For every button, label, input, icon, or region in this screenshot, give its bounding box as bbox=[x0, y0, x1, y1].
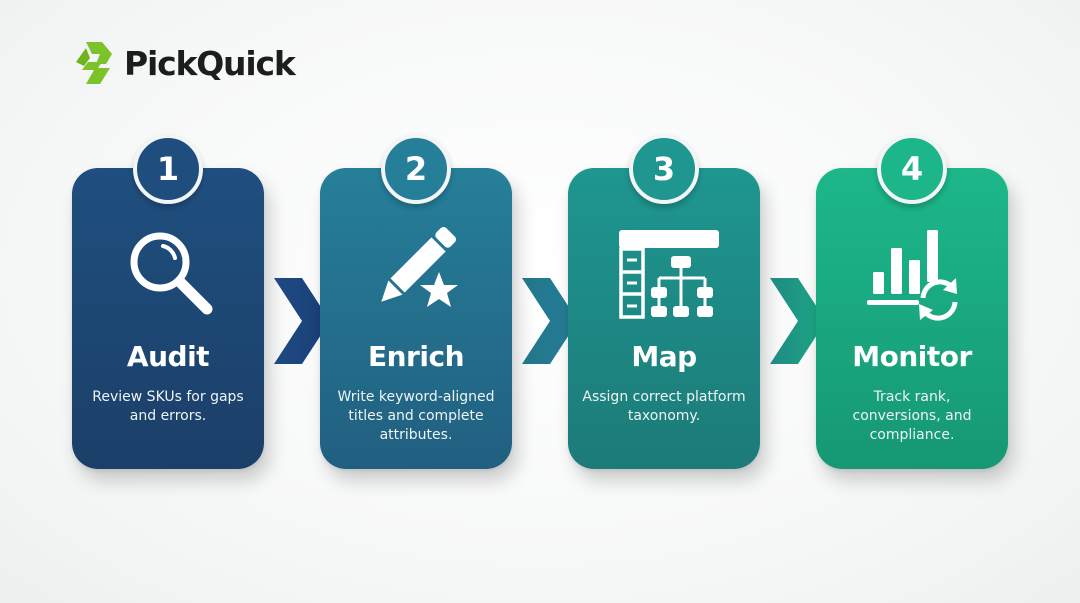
taxonomy-hierarchy-icon bbox=[619, 230, 719, 319]
step-number-badge: 4 bbox=[877, 134, 947, 204]
step-number-badge: 2 bbox=[381, 134, 451, 204]
pencil-star-icon bbox=[381, 226, 458, 307]
magnifying-glass-icon bbox=[130, 232, 213, 315]
step-title: Audit bbox=[126, 340, 210, 373]
step-card-map: 3 Map Assign correct platform taxonomy. bbox=[568, 134, 760, 469]
step-card-audit: 1 Audit Review SKUs for gaps and errors. bbox=[72, 134, 264, 469]
step-title: Monitor bbox=[852, 340, 972, 373]
step-number-badge: 1 bbox=[133, 134, 203, 204]
step-card-enrich: 2 Enrich Write keyword-aligned titles an… bbox=[320, 134, 512, 469]
step-number-badge: 3 bbox=[629, 134, 699, 204]
chevron-right-icon bbox=[522, 278, 578, 364]
chevron-right-icon bbox=[274, 278, 330, 364]
step-description: Track rank, conversions, and compliance. bbox=[852, 389, 972, 443]
brand-logo: PickQuick bbox=[72, 40, 296, 86]
lightning-bolt-logo-icon bbox=[76, 42, 112, 84]
step-title: Enrich bbox=[368, 340, 465, 373]
step-description: Write keyword-aligned titles and complet… bbox=[337, 389, 495, 443]
step-title: Map bbox=[631, 340, 697, 373]
bar-chart-refresh-icon bbox=[867, 230, 958, 321]
step-description: Review SKUs for gaps and errors. bbox=[92, 389, 244, 424]
chevron-right-icon bbox=[770, 278, 826, 364]
brand-name: PickQuick bbox=[124, 43, 296, 83]
step-description: Assign correct platform taxonomy. bbox=[582, 389, 746, 424]
step-card-monitor: 4 Monitor Track rank, conversions, and c… bbox=[816, 134, 1008, 469]
